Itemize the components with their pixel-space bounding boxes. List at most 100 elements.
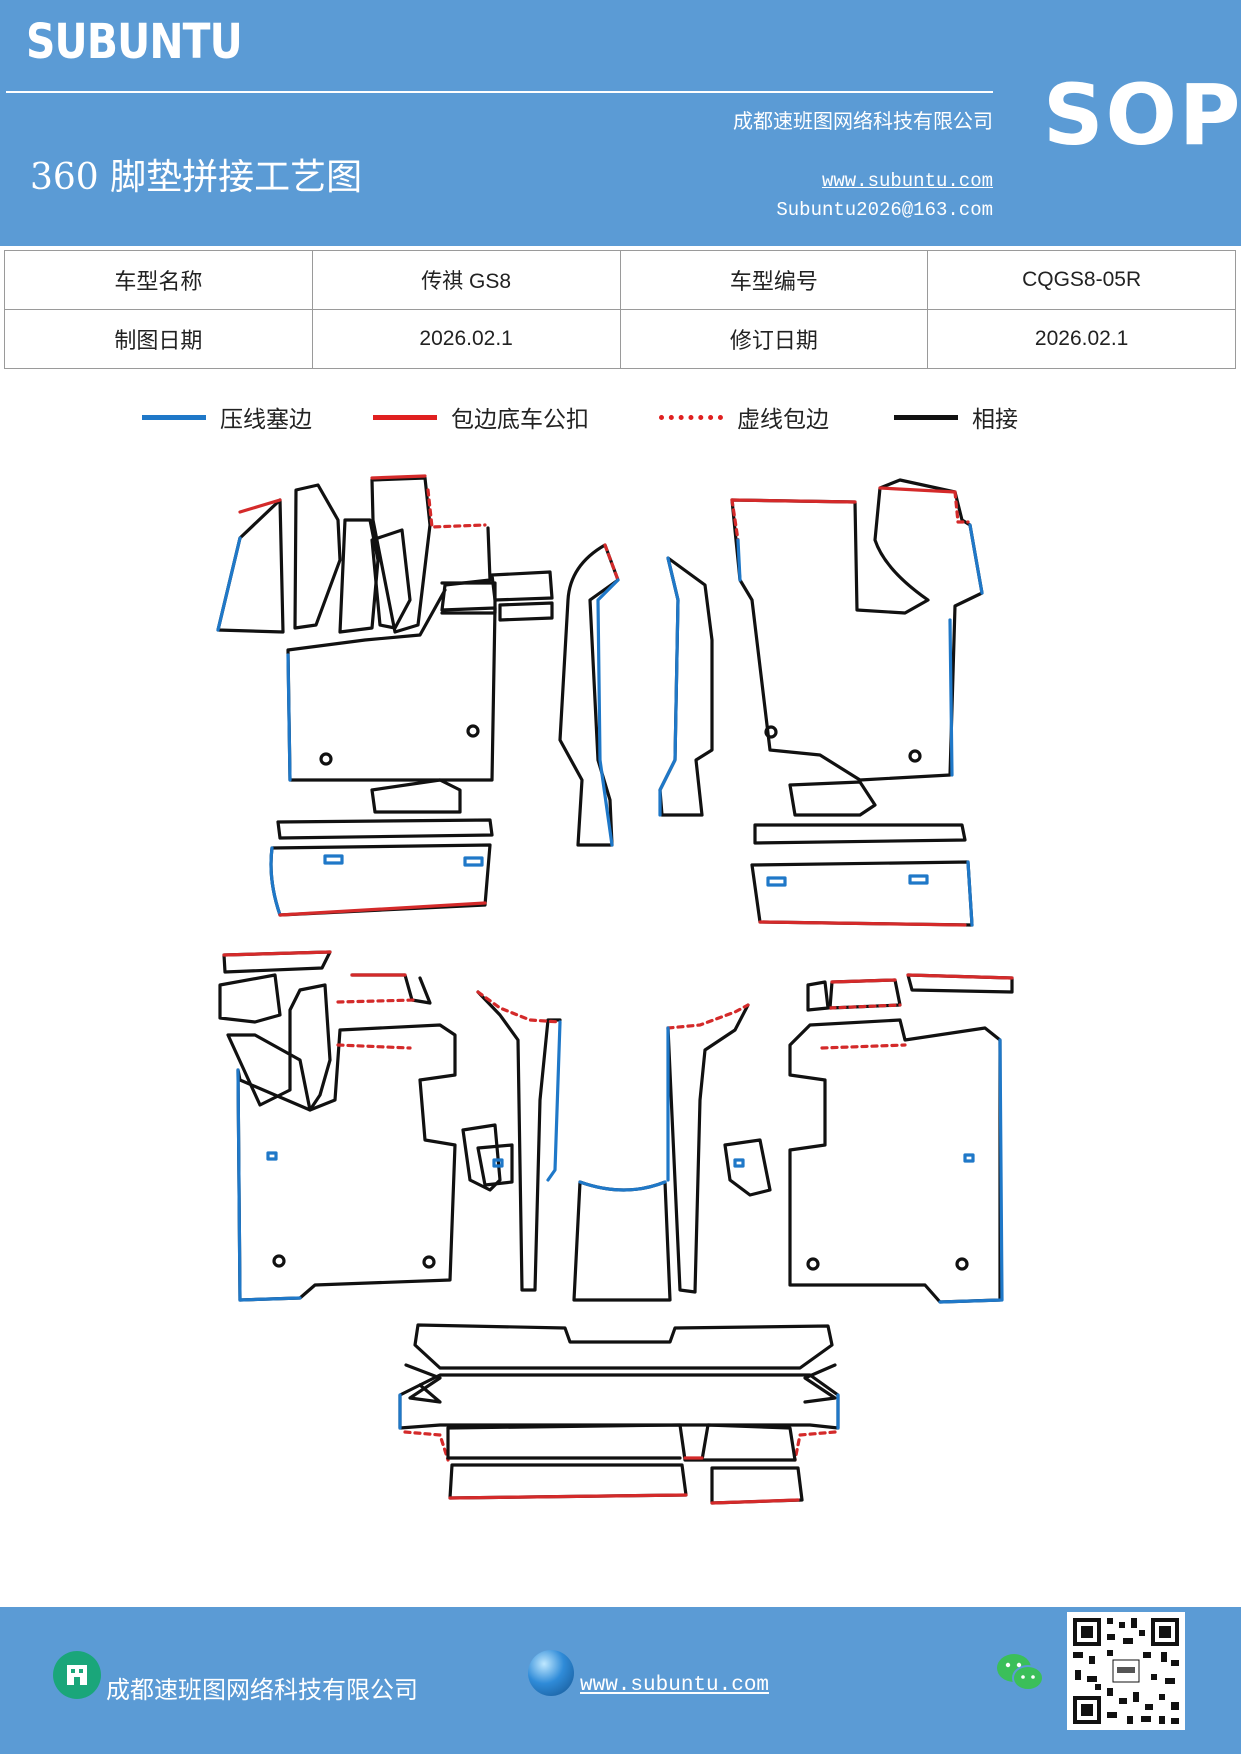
building-icon-glyph	[67, 1665, 87, 1685]
mat-edge-blue	[736, 538, 742, 582]
legend-item-red: 包边底车公扣	[373, 400, 589, 434]
mat-edge-red	[370, 474, 427, 480]
value-model-name: 传祺 GS8	[311, 250, 621, 310]
mat-piece	[828, 978, 902, 1010]
legend-item-blue: 压线塞边	[142, 400, 312, 434]
mat-edge-red-dotted	[426, 488, 487, 529]
footer-company: 成都速班图网络科技有限公司	[106, 1676, 418, 1704]
vehicle-info-table: 车型名称 传祺 GS8 车型编号 CQGS8-05R 制图日期 2026.02.…	[4, 250, 1236, 369]
mat-edge-red-dotted	[828, 1003, 902, 1010]
mat-edge-blue	[238, 1296, 302, 1302]
mat-piece	[276, 818, 494, 840]
header-divider	[6, 91, 993, 93]
legend-label: 虚线包边	[737, 407, 829, 433]
mat-edge-red	[758, 920, 967, 927]
mat-edge-blue	[658, 556, 680, 817]
mat-piece-trunk	[398, 1373, 840, 1430]
legend-swatch-red-solid	[373, 414, 437, 420]
value-draw-date: 2026.02.1	[311, 309, 621, 369]
wechat-icon[interactable]	[995, 1650, 1045, 1700]
mat-edge-red	[448, 1493, 688, 1500]
mat-button-hole	[806, 1257, 820, 1271]
label-draw-date: 制图日期	[4, 309, 313, 369]
mat-piece	[446, 1426, 682, 1460]
mat-piece-rear	[750, 860, 974, 927]
table-row: 车型名称 传祺 GS8 车型编号 CQGS8-05R	[4, 250, 1236, 310]
legend-label: 压线塞边	[220, 407, 312, 433]
mat-button-hole	[908, 749, 922, 763]
mat-piece	[666, 1003, 750, 1294]
mat-piece	[490, 570, 554, 602]
qr-code-glyph	[1073, 1618, 1179, 1724]
mat-piece	[723, 1138, 772, 1197]
second-row-right-pieces	[788, 973, 1014, 1304]
mat-edge-red-dotted	[603, 543, 620, 582]
sop-badge: SOP	[1043, 66, 1241, 164]
second-row-left-pieces	[218, 950, 457, 1302]
mat-edge-blue	[269, 846, 282, 917]
trunk-pieces	[398, 1323, 840, 1505]
line-legend: 压线塞边 包边底车公扣 虚线包边 相接	[0, 400, 1241, 440]
mat-slot	[766, 876, 787, 887]
mat-piece	[293, 483, 342, 630]
mat-piece	[753, 823, 967, 845]
label-model-name: 车型名称	[4, 250, 313, 310]
mat-edge-blue	[546, 1020, 562, 1182]
mat-edge-red-dotted	[730, 498, 740, 542]
mat-piece-main	[730, 478, 984, 782]
mat-button-hole	[955, 1257, 969, 1271]
mat-piece-tunnel	[572, 1180, 672, 1302]
mat-edge-blue	[966, 860, 974, 927]
globe-icon	[528, 1650, 574, 1696]
mat-edge-red-dotted	[336, 1043, 412, 1050]
mat-piece	[803, 1363, 837, 1404]
mat-slot	[266, 1151, 278, 1161]
mat-piece-main	[788, 1018, 1002, 1304]
legend-swatch-black-solid	[894, 414, 958, 420]
mat-edge-blue	[578, 1180, 667, 1192]
mat-edge-red	[830, 978, 897, 984]
floor-mat-splicing-diagram	[216, 474, 1014, 1505]
header-company: 成都速班图网络科技有限公司	[733, 109, 993, 133]
mat-piece	[710, 1466, 804, 1505]
mat-edge-red	[878, 486, 957, 494]
mat-edge-red-dotted	[666, 1003, 750, 1030]
header-email[interactable]: Subuntu2026@163.com	[776, 199, 993, 221]
mat-edge-red-dotted	[336, 998, 417, 1004]
mat-piece	[338, 518, 380, 634]
mat-piece-main	[236, 1023, 457, 1302]
wechat-icon-glyph	[997, 1654, 1044, 1691]
mat-edge-red	[238, 498, 282, 514]
front-center-pieces	[558, 543, 714, 847]
mat-edge-red-dotted	[820, 1043, 907, 1050]
mat-edge-red-dotted	[403, 1430, 450, 1462]
mat-piece	[216, 498, 285, 634]
mat-piece-main	[286, 526, 497, 782]
legend-item-red-dotted: 虚线包边	[659, 400, 829, 434]
mat-edge-blue	[286, 653, 292, 782]
header-website-link[interactable]: www.subuntu.com	[821, 170, 993, 192]
value-revision-date: 2026.02.1	[927, 309, 1236, 369]
mat-slot	[908, 874, 929, 885]
mat-edge-red	[730, 498, 857, 504]
footer-website-link[interactable]: www.subuntu.com	[580, 1674, 770, 1697]
mat-edge-red	[278, 901, 487, 917]
mat-edge-blue	[948, 618, 954, 777]
mat-edge-red	[710, 1498, 800, 1505]
mat-edge-red-dotted	[476, 990, 562, 1024]
mat-piece	[788, 780, 877, 817]
mat-piece	[476, 990, 562, 1292]
mat-piece	[448, 1463, 688, 1500]
qr-code[interactable]	[1067, 1612, 1185, 1730]
mat-piece	[218, 973, 282, 1024]
mat-piece	[350, 973, 432, 1005]
mat-piece	[404, 1363, 442, 1404]
mat-button-hole	[466, 724, 480, 738]
mat-slot	[733, 1158, 745, 1168]
page-title: 360 脚垫拼接工艺图	[30, 157, 363, 198]
mat-edge-blue	[938, 1038, 1004, 1304]
mat-slot	[463, 856, 484, 867]
label-model-code: 车型编号	[619, 250, 929, 310]
mat-piece	[370, 476, 432, 634]
label-revision-date: 修订日期	[619, 309, 929, 369]
